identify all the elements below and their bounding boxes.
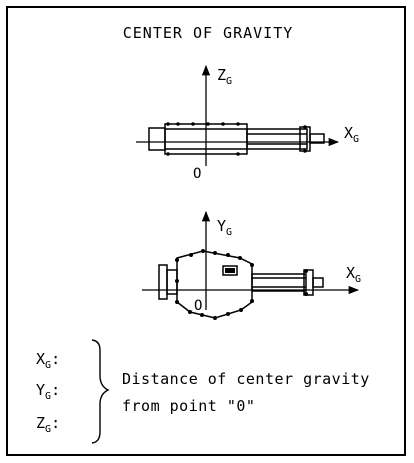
- top-view-x-label: XG: [346, 264, 361, 285]
- diagram-title: CENTER OF GRAVITY: [123, 24, 294, 42]
- top-view: YG XG O: [142, 210, 361, 320]
- top-view-bolts: [175, 249, 308, 320]
- side-view-z-label: ZG: [217, 66, 232, 87]
- legend-var-xg: XG:: [36, 350, 60, 371]
- top-view-y-label: YG: [217, 217, 232, 238]
- legend-brace: [91, 339, 110, 444]
- legend-var-zg: ZG:: [36, 414, 60, 435]
- legend-description-line1: Distance of center gravity: [122, 370, 370, 388]
- side-view-bolts: [166, 122, 307, 156]
- top-view-origin-label: O: [194, 298, 202, 314]
- top-view-filled-block: [225, 268, 235, 273]
- side-view-cylinder: [148, 123, 325, 155]
- legend-description-line2: from point "0": [122, 397, 255, 415]
- drawing-frame: CENTER OF GRAVITY ZG XG O: [6, 6, 406, 456]
- side-view-x-label: XG: [344, 124, 359, 145]
- side-view-origin-label: O: [193, 166, 201, 182]
- side-view: ZG XG O: [136, 64, 359, 182]
- legend-var-yg: YG:: [36, 381, 60, 402]
- legend: XG: YG: ZG: Distance of center gravity f…: [36, 339, 370, 444]
- cog-drawing: CENTER OF GRAVITY ZG XG O: [36, 24, 370, 444]
- top-view-cylinder: [158, 250, 324, 319]
